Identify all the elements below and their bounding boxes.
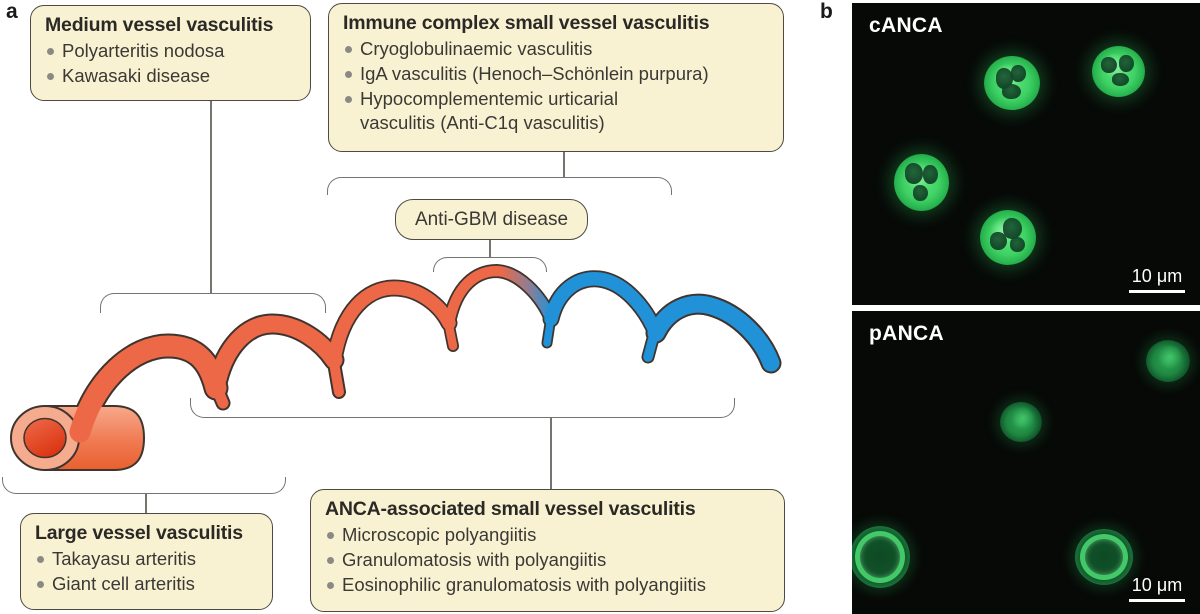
nucleus-lobe — [913, 185, 928, 201]
bracket-immune-small-vessels — [327, 177, 672, 195]
nucleus-lobe — [990, 232, 1007, 250]
list-item-label: Kawasaki disease — [62, 64, 211, 86]
box-title: Anti-GBM disease — [414, 208, 569, 230]
list-item-label: Granulomatosis with polyangiitis — [342, 548, 607, 570]
neutrophil-cell — [984, 56, 1040, 110]
list-item: Giant cell arteritis — [35, 572, 258, 597]
bracket-medium-vessels — [100, 293, 326, 313]
micrograph-label: pANCA — [869, 322, 944, 345]
bullet-icon — [345, 46, 352, 53]
nucleus-lobe — [1002, 84, 1021, 99]
list-item-label: Hypocomplementemic urticarial vasculitis… — [360, 87, 619, 134]
list-item: Kawasaki disease — [45, 64, 296, 89]
box-title: Large vessel vasculitis — [35, 522, 243, 544]
neutrophil-cell — [1000, 402, 1042, 442]
list-item: Polyarteritis nodosa — [45, 39, 296, 64]
box-title: Medium vessel vasculitis — [45, 14, 274, 36]
large-vessel-box: Large vessel vasculitis Takayasu arterit… — [20, 513, 273, 610]
scale-bar-line — [1129, 599, 1185, 602]
bullet-icon — [47, 72, 54, 80]
nucleus-lobe — [1010, 237, 1025, 252]
neutrophil-cell — [894, 154, 949, 211]
list-item: Takayasu arteritis — [35, 547, 258, 572]
list-item: Eosinophilic granulomatosis with polyang… — [325, 573, 770, 598]
list-item-label: Microscopic polyangiitis — [342, 524, 537, 545]
scale-bar: 10 μm — [1129, 266, 1185, 293]
connector-anti-gbm — [489, 240, 491, 257]
bracket-anti-gbm — [433, 257, 547, 272]
scale-bar: 10 μm — [1129, 575, 1185, 602]
list-item: Granulomatosis with polyangiitis — [325, 548, 770, 573]
list-item: Microscopic polyangiitis — [325, 523, 770, 548]
nucleus-lobe — [923, 165, 938, 184]
neutrophil-cell — [1075, 529, 1133, 585]
panel-a-label: a — [6, 0, 18, 23]
neutrophil-cell — [980, 210, 1036, 265]
bracket-large-vessels — [2, 477, 286, 494]
artery-fill — [69, 265, 780, 443]
large-vessel-tube — [10, 405, 146, 471]
neutrophil-cell — [1146, 340, 1190, 382]
box-title: ANCA-associated small vessel vasculitis — [325, 498, 696, 520]
list-item-label: Takayasu arteritis — [52, 548, 196, 569]
nucleus-lobe — [1119, 55, 1134, 72]
nucleus-lobe — [1003, 218, 1022, 239]
nucleus-lobe — [1112, 73, 1129, 86]
list-item: IgA vasculitis (Henoch–Schönlein purpura… — [343, 62, 769, 87]
scale-bar-line — [1129, 290, 1185, 293]
panca-micrograph: pANCA 10 μm — [852, 311, 1200, 614]
nucleus-lobe — [996, 68, 1013, 89]
list-item-label: Polyarteritis nodosa — [62, 40, 225, 61]
panel-b-label: b — [820, 0, 833, 23]
micrograph-label: cANCA — [869, 14, 943, 37]
bullet-icon — [327, 532, 334, 539]
box-title: Immune complex small vessel vasculitis — [343, 12, 710, 34]
bullet-icon — [47, 48, 54, 55]
nucleus-lobe — [1101, 57, 1117, 73]
connector-medium — [210, 100, 212, 293]
disease-list: Polyarteritis nodosa Kawasaki disease — [45, 39, 296, 89]
list-item: Cryoglobulinaemic vasculitis — [343, 37, 769, 62]
connector-large — [145, 493, 147, 513]
connector-immune — [563, 152, 565, 177]
disease-list: Microscopic polyangiitis Granulomatosis … — [325, 523, 770, 597]
medium-vessel-box: Medium vessel vasculitis Polyarteritis n… — [30, 5, 311, 101]
bracket-small-vessels — [190, 398, 735, 418]
bullet-icon — [37, 580, 44, 588]
bullet-icon — [345, 95, 352, 103]
disease-list: Takayasu arteritis Giant cell arteritis — [35, 547, 258, 597]
disease-list: Cryoglobulinaemic vasculitis IgA vasculi… — [343, 37, 769, 136]
nucleus-lobe — [905, 163, 923, 184]
list-item: Hypocomplementemic urticarial vasculitis… — [343, 87, 769, 137]
anti-gbm-box: Anti-GBM disease — [395, 199, 588, 240]
list-item-label: Eosinophilic granulomatosis with polyang… — [342, 573, 707, 595]
list-item-label: IgA vasculitis (Henoch–Schönlein purpura… — [360, 62, 709, 84]
bullet-icon — [37, 556, 44, 563]
neutrophil-cell — [852, 526, 910, 588]
bullet-icon — [345, 70, 352, 78]
canca-micrograph: cANCA 10 μm — [852, 3, 1200, 305]
bullet-icon — [327, 581, 334, 589]
artery-illustration — [10, 263, 782, 471]
neutrophil-cell — [1092, 46, 1145, 97]
scale-bar-label: 10 μm — [1131, 266, 1183, 286]
nucleus-lobe — [1011, 65, 1026, 82]
connector-anca — [550, 417, 552, 489]
bullet-icon — [327, 556, 334, 564]
immune-complex-box: Immune complex small vessel vasculitis C… — [328, 3, 784, 152]
anca-associated-box: ANCA-associated small vessel vasculitis … — [310, 489, 785, 612]
list-item-label: Giant cell arteritis — [52, 572, 195, 594]
scale-bar-label: 10 μm — [1131, 575, 1183, 595]
list-item-label: Cryoglobulinaemic vasculitis — [360, 38, 593, 59]
